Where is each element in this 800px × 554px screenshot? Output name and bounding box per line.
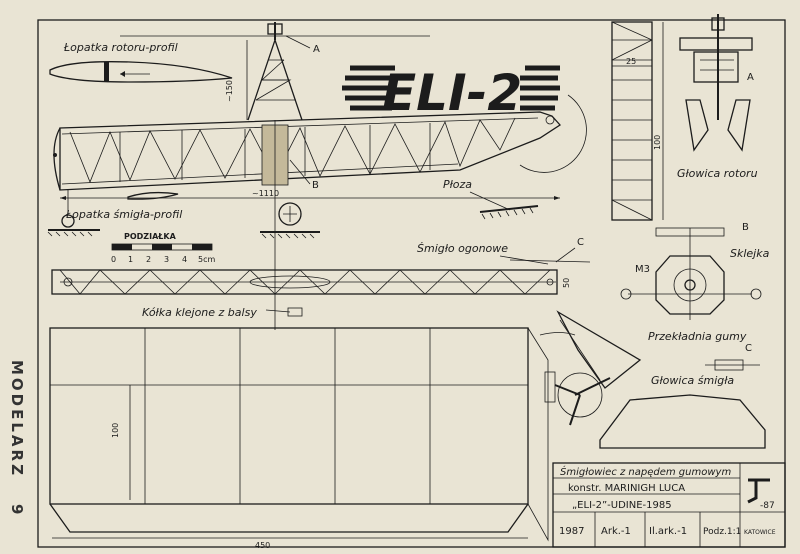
marker-b-detail: B [742, 222, 749, 233]
scale-tick-2: 2 [146, 255, 151, 264]
title-scale: Podz.1:1 [703, 527, 741, 537]
dimension-box-450: 450 [255, 541, 270, 550]
eli2-logo: ELI-2 [342, 64, 560, 122]
dimension-box-100: 100 [111, 423, 120, 438]
title-year: 1987 [559, 526, 584, 537]
landing-wheels [47, 190, 320, 239]
issue-number: 9 [8, 504, 26, 518]
rotor-blade-profile-label: Łopatka rotoru-profil [63, 41, 178, 54]
marker-c-tail: C [577, 237, 584, 248]
magazine-sidebar: MODELARZ 9 [4, 360, 26, 550]
propeller-assembly [539, 310, 766, 449]
rotor-head-drawing [679, 14, 753, 152]
balsa-wheels-label: Kółka klejone z balsy [142, 306, 257, 319]
fuselage-top-view [51, 259, 591, 317]
title-line3: „ELI-2”-UDINE-1985 [572, 500, 672, 511]
title-logo-year: -87 [760, 501, 775, 511]
title-sheets-total: Il.ark.-1 [649, 526, 687, 537]
dimension-height-100: 100 [653, 135, 662, 150]
dimension-width-25: 25 [626, 57, 636, 66]
propeller-blade-profile-label: Łopatka śmigła-profil [65, 208, 182, 221]
dimension-tail-50: 50 [562, 278, 571, 288]
scale-tick-5cm: 5cm [198, 255, 215, 264]
scale-title: PODZIAŁKA [124, 232, 177, 241]
tail-rotor-label: Śmigło ogonowe [417, 242, 508, 255]
base-frame [49, 327, 549, 542]
rotor-blade-profile [49, 61, 233, 83]
propeller-blade-profile [127, 191, 179, 200]
prop-head-small [705, 359, 760, 371]
marker-a-pylon: A [313, 44, 320, 55]
rotor-head-label: Głowica rotoru [677, 167, 758, 180]
title-sheet: Ark.-1 [601, 526, 631, 537]
marker-b-pylon: B [312, 180, 319, 191]
prop-head-label: Głowica śmigła [651, 374, 734, 387]
title-line1: Śmigłowiec z napędem gumowym [560, 465, 731, 478]
scale-bar: PODZIAŁKA 0 1 2 3 4 5cm [111, 232, 215, 264]
title-line2: konstr. MARINIGH LUCA [568, 483, 685, 494]
rotor-pylon [120, 22, 430, 330]
scale-tick-1: 1 [128, 255, 133, 264]
scale-tick-3: 3 [164, 255, 169, 264]
marker-c-detail: C [745, 343, 752, 354]
drawing-frame [37, 19, 786, 548]
dimension-height-150: ~150 [225, 80, 234, 102]
title-block [552, 462, 786, 548]
rubber-gear-label: Przekładnia gumy [648, 330, 747, 343]
m3-label: M3 [635, 264, 650, 275]
marker-a-rotor-head: A [747, 72, 754, 83]
skid [479, 205, 539, 220]
rubber-gear-drawing [620, 227, 762, 320]
title-city: KATOWICE [744, 529, 776, 536]
skid-label: Płoza [443, 178, 472, 191]
dimension-length-1110: ~1110 [252, 189, 279, 198]
tail-boom-frame [611, 21, 653, 221]
eli2-title: ELI-2 [382, 64, 522, 122]
scale-tick-4: 4 [182, 255, 187, 264]
magazine-name: MODELARZ [8, 360, 26, 478]
plywood-label: Sklejka [730, 247, 770, 260]
scale-tick-0: 0 [111, 255, 116, 264]
fuselage-side-view [53, 94, 587, 191]
